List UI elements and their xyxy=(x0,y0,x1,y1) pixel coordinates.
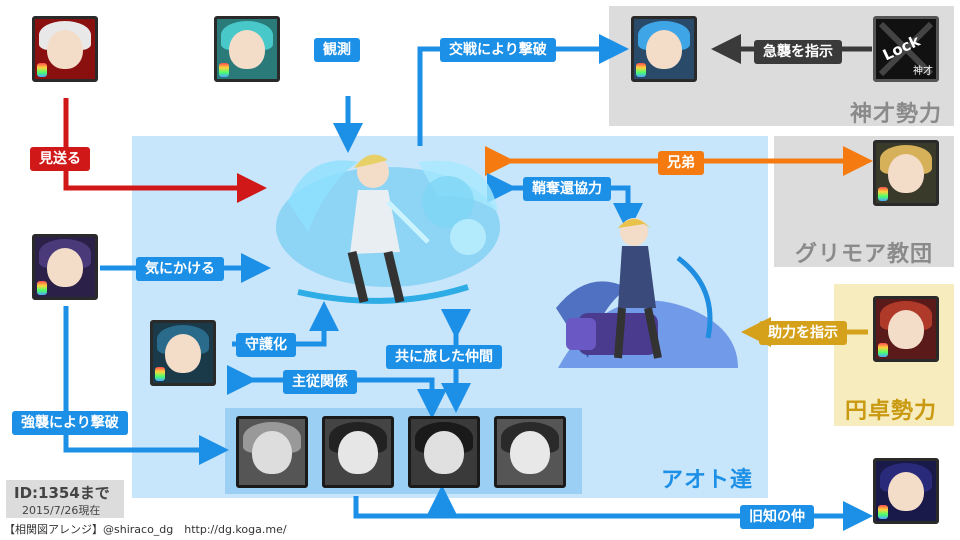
portrait-grimoire-member[interactable] xyxy=(873,140,939,206)
face xyxy=(338,430,378,475)
rarity-icon xyxy=(155,367,165,381)
face xyxy=(510,430,550,475)
label-kyoushuu: 強襲により撃破 xyxy=(12,411,128,435)
info-date: 2015/7/26現在 xyxy=(22,504,101,517)
label-tomoni: 共に旅した仲間 xyxy=(386,345,502,369)
rarity-icon xyxy=(219,63,229,77)
lock-card[interactable]: Lock 神才 xyxy=(873,16,939,82)
face xyxy=(888,309,924,350)
face xyxy=(47,29,83,70)
arrow-miokuru xyxy=(63,98,267,203)
label-kinikakeru: 気にかける xyxy=(136,257,224,281)
face xyxy=(252,430,292,475)
region-label-aoto: アオト達 xyxy=(661,468,754,493)
region-label-entaku: 円卓勢力 xyxy=(845,399,938,424)
label-kousen: 交戦により撃破 xyxy=(440,38,556,62)
aoto-main-art xyxy=(276,154,500,304)
label-kyuuchi: 旧知の仲 xyxy=(740,505,814,529)
region-label-grimoire: グリモア教団 xyxy=(795,242,934,267)
face xyxy=(888,153,924,194)
rarity-icon xyxy=(878,343,888,357)
region-label-shinsai: 神才勢力 xyxy=(850,102,943,127)
label-kansoku: 観測 xyxy=(314,38,360,62)
portrait-guardian[interactable] xyxy=(150,320,216,386)
rarity-icon xyxy=(37,281,47,295)
portrait-old-friend[interactable] xyxy=(873,458,939,524)
label-kyushu: 急襲を指示 xyxy=(754,40,842,64)
companion-portrait-1[interactable] xyxy=(236,416,308,488)
companion-portrait-3[interactable] xyxy=(408,416,480,488)
companion-portrait-2[interactable] xyxy=(322,416,394,488)
face xyxy=(229,29,265,70)
brother-main-art xyxy=(556,218,738,368)
face xyxy=(888,471,924,512)
companion-portrait-4[interactable] xyxy=(494,416,566,488)
rarity-icon xyxy=(636,63,646,77)
arrow-kyuuchi xyxy=(353,496,873,531)
portrait-observer[interactable] xyxy=(214,16,280,82)
label-shoudatsu: 鞘奪還協力 xyxy=(523,177,611,201)
lock-icon xyxy=(878,21,934,77)
label-shugoka: 守護化 xyxy=(236,333,296,357)
credit-line: 【相関図アレンジ】@shiraco_dg http://dg.koga.me/ xyxy=(4,523,287,536)
info-box: ID:1354まで 2015/7/26現在 xyxy=(6,480,124,518)
label-joryoku: 助力を指示 xyxy=(759,321,847,345)
face xyxy=(47,247,83,288)
label-miokuru: 見送る xyxy=(30,147,90,171)
arrow-kyoushuu xyxy=(63,306,229,465)
lock-sub: 神才 xyxy=(913,66,933,77)
portrait-entaku-member[interactable] xyxy=(873,296,939,362)
rarity-icon xyxy=(878,505,888,519)
face xyxy=(424,430,464,475)
portrait-shinsai-member[interactable] xyxy=(631,16,697,82)
rarity-icon xyxy=(37,63,47,77)
label-kyoudai: 兄弟 xyxy=(658,151,704,175)
info-id: ID:1354まで xyxy=(14,484,110,502)
portrait-top-left-glasses[interactable] xyxy=(32,16,98,82)
arrow-kousen xyxy=(417,34,629,146)
face xyxy=(165,333,201,374)
label-shujuu: 主従関係 xyxy=(283,370,357,394)
portrait-left-purple[interactable] xyxy=(32,234,98,300)
face xyxy=(646,29,682,70)
rarity-icon xyxy=(878,187,888,201)
